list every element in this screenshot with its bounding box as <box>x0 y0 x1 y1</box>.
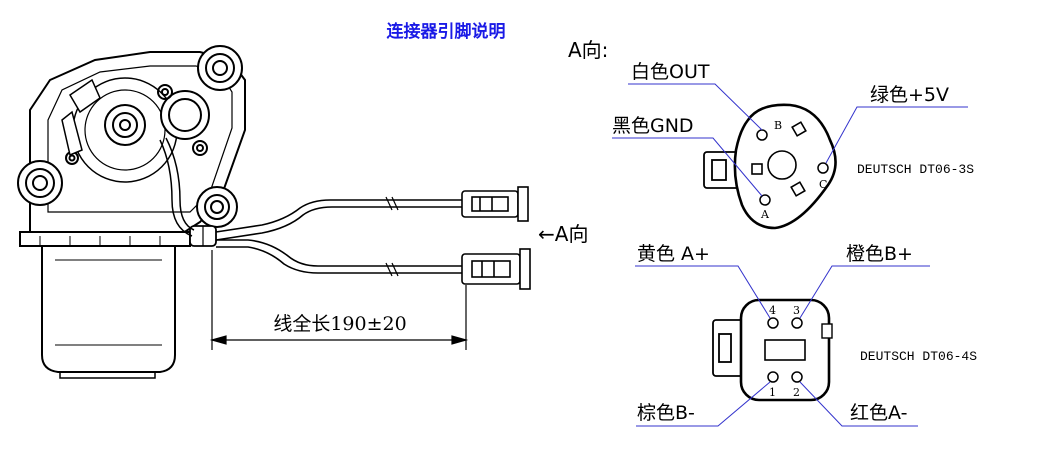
pin-c-hole <box>817 162 829 174</box>
connector-3s-callouts <box>612 83 968 197</box>
pin-number-2: 2 <box>793 386 800 399</box>
pin-number-1: 1 <box>769 386 776 399</box>
pin-4-label: 黄色 A+ <box>637 243 710 265</box>
pin-a-hole <box>759 194 771 206</box>
view-direction-arrow-label: ←A向 <box>538 222 588 246</box>
pin-b-hole <box>756 129 768 141</box>
pin-a-label: 黑色GND <box>612 115 694 137</box>
pin-number-4: 4 <box>769 304 776 317</box>
connector-3s-model: DEUTSCH DT06-3S <box>857 162 974 177</box>
cable-bundle <box>215 196 462 277</box>
pin-c-label: 绿色+5V <box>870 84 949 106</box>
pin-number-3: 3 <box>793 304 800 317</box>
pin-3-label: 橙色B+ <box>846 243 913 265</box>
pin-3-hole <box>791 317 803 329</box>
pin-4-hole <box>767 317 779 329</box>
pin-b-label: 白色OUT <box>631 61 710 83</box>
connector-3s-face: B C A <box>703 103 837 230</box>
dimension-label: 线全长190±20 <box>273 313 406 335</box>
pin-2-label: 红色A- <box>850 402 907 424</box>
view-label: A向: <box>568 38 608 62</box>
pin-1-label: 棕色B- <box>637 402 695 424</box>
pin-letter-c: C <box>819 178 827 191</box>
pin-2-hole <box>791 371 803 383</box>
diagram-title: 连接器引脚说明 <box>387 21 506 42</box>
length-dimension <box>209 250 469 350</box>
cable-plug-3s <box>461 186 529 222</box>
pin-1-hole <box>767 371 779 383</box>
connector-4s-face: 4 3 1 2 <box>712 298 833 402</box>
pin-letter-a: A <box>760 208 770 221</box>
connector-4s-callouts <box>635 265 930 427</box>
cable-plug-4s <box>461 248 531 290</box>
connector-4s-model: DEUTSCH DT06-4S <box>860 349 977 364</box>
pin-letter-b: B <box>774 119 782 132</box>
motor-assembly <box>17 45 246 379</box>
